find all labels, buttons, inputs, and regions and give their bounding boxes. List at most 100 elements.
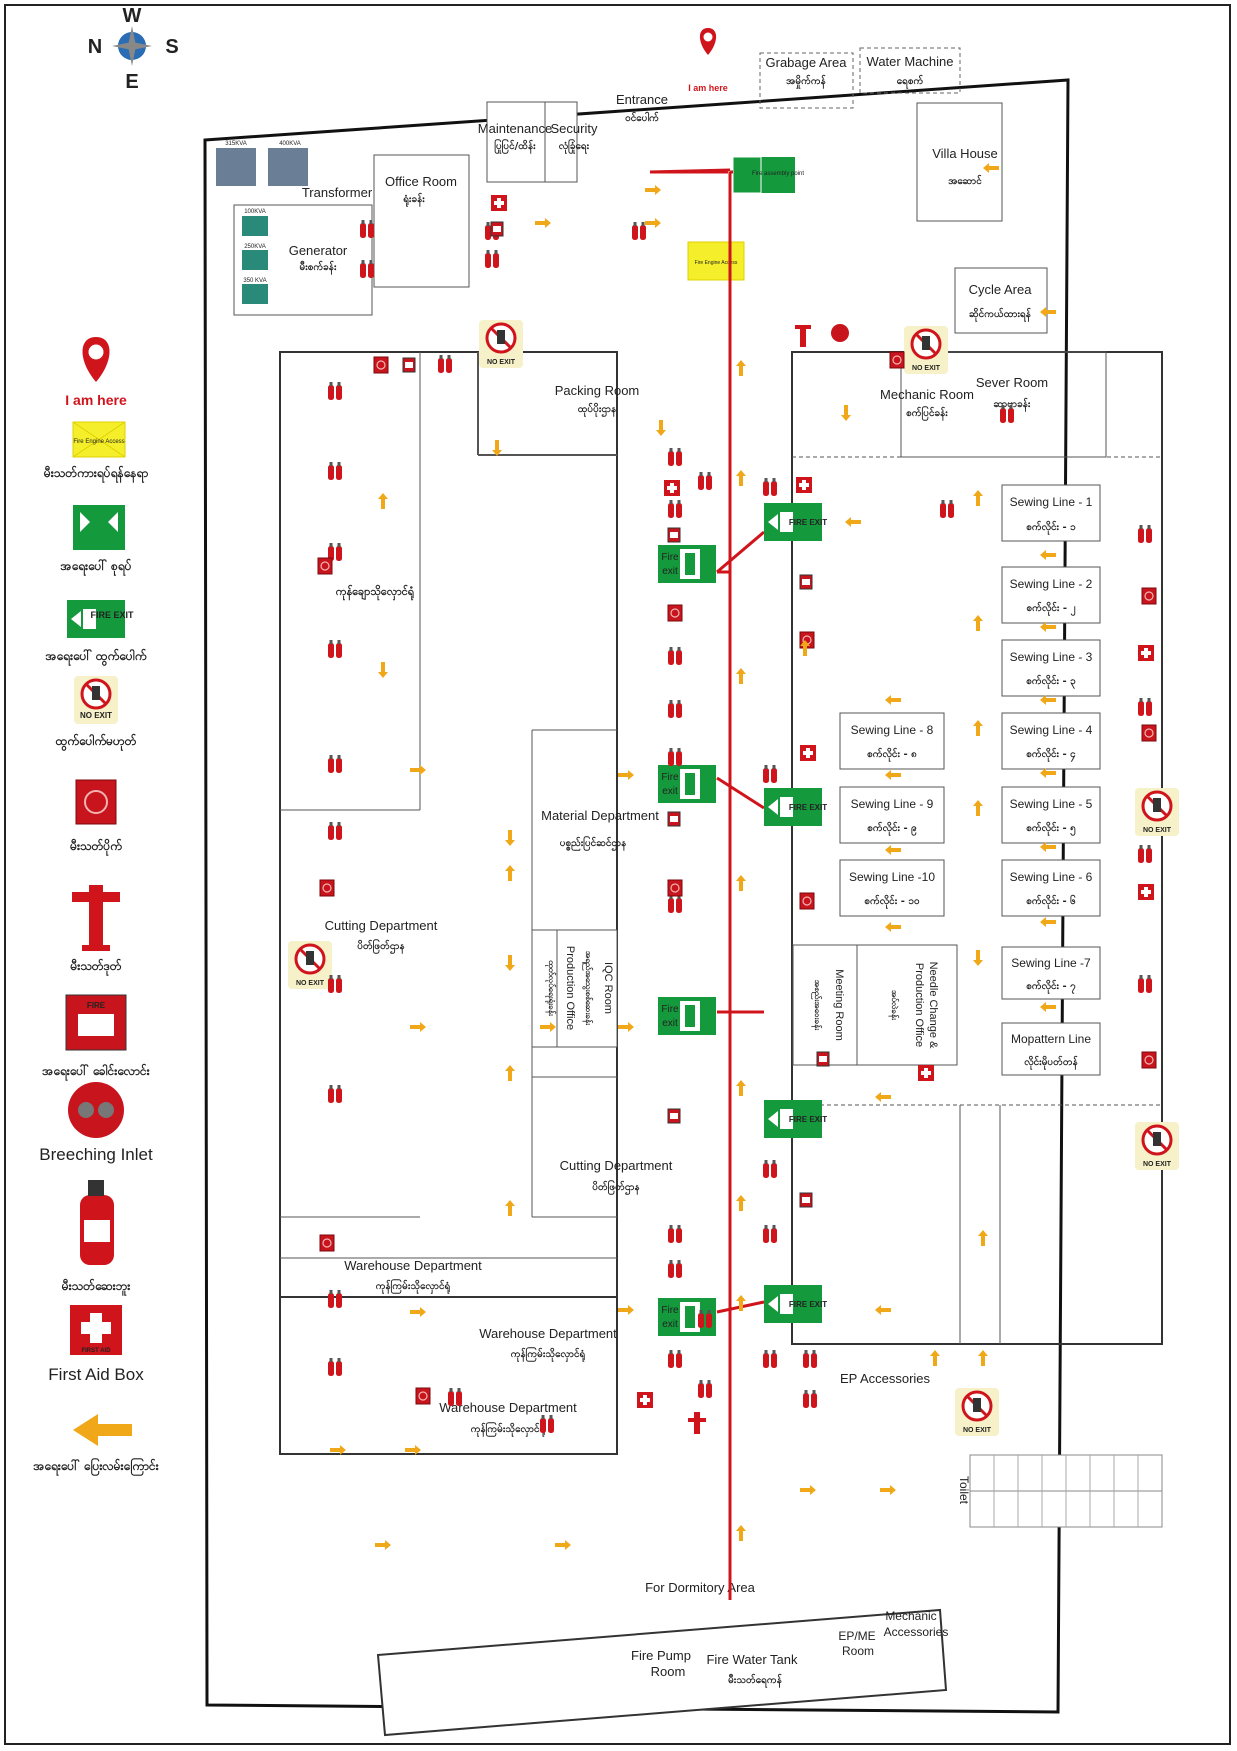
svg-text:EP/ME: EP/ME bbox=[838, 1629, 875, 1643]
garbage-area bbox=[759, 52, 854, 109]
svg-text:စက်လိုင်း - ၁: စက်လိုင်း - ၁ bbox=[1026, 520, 1076, 536]
svg-text:Sewing Line - 2: Sewing Line - 2 bbox=[1010, 577, 1093, 591]
svg-text:စက်လိုင်း - ၇: စက်လိုင်း - ၇ bbox=[1026, 979, 1076, 995]
you-are-here-pin-icon bbox=[699, 27, 717, 55]
sewing-line-9 bbox=[839, 786, 945, 844]
needle-change-room bbox=[856, 944, 958, 1066]
packing-room-label: Packing Room bbox=[555, 383, 640, 398]
svg-text:အဆောင်: အဆောင် bbox=[948, 174, 982, 187]
svg-text:Room: Room bbox=[651, 1664, 686, 1679]
legend-extinguisher: မီးသတ်ဆေးဘူး bbox=[61, 1277, 131, 1297]
svg-text:Office Room: Office Room bbox=[385, 174, 457, 189]
warehouse-department-2-label: Warehouse Department bbox=[479, 1326, 617, 1341]
svg-text:315KVA: 315KVA bbox=[225, 141, 247, 147]
material-department-label: Material Department bbox=[541, 808, 659, 823]
svg-text:ပိတ်ဖြတ်ဌာန: ပိတ်ဖြတ်ဌာန bbox=[357, 938, 404, 955]
fire-hydrant-icon bbox=[694, 1412, 700, 1434]
svg-text:Fire Engine Access: Fire Engine Access bbox=[73, 439, 124, 445]
cycle-area bbox=[954, 267, 1048, 334]
villa-house bbox=[916, 102, 1003, 222]
svg-text:ပြုပြင်/ထိန်း: ပြုပြင်/ထိန်း bbox=[494, 138, 536, 155]
svg-text:Mopattern Line: Mopattern Line bbox=[1011, 1032, 1091, 1046]
generator-icon bbox=[242, 250, 268, 270]
sewing-line-5 bbox=[1001, 786, 1101, 844]
svg-text:Cycle Area: Cycle Area bbox=[969, 282, 1033, 297]
breeching-inlet-icon bbox=[831, 324, 849, 342]
svg-text:စက်လိုင်း - ၈: စက်လိုင်း - ၈ bbox=[867, 747, 917, 763]
svg-text:IQC Room: IQC Room bbox=[602, 962, 614, 1014]
svg-text:Sewing Line - 3: Sewing Line - 3 bbox=[1010, 650, 1093, 664]
fire-exit-sign[interactable] bbox=[658, 765, 716, 803]
svg-text:စက်ပြင်ခန်း: စက်ပြင်ခန်း bbox=[906, 405, 948, 422]
assembly-route-line bbox=[649, 168, 731, 174]
fire-hose-box-icon bbox=[75, 779, 117, 825]
sewing-line-3 bbox=[1001, 639, 1101, 697]
svg-text:ကုန်ကြမ်းသိုလှောင်ရုံ: ကုန်ကြမ်းသိုလှောင်ရုံ bbox=[511, 1346, 586, 1363]
svg-text:Grabage Area: Grabage Area bbox=[766, 55, 848, 70]
svg-text:စက်လိုင်း - ၃: စက်လိုင်း - ၃ bbox=[1026, 674, 1076, 690]
svg-text:NO EXIT: NO EXIT bbox=[963, 1427, 992, 1434]
fire-engine-access-zone bbox=[687, 241, 745, 281]
svg-text:exit: exit bbox=[662, 1319, 678, 1330]
svg-text:မီးစက်ခန်း: မီးစက်ခန်း bbox=[299, 260, 336, 276]
compass-north: N bbox=[88, 36, 102, 58]
transformer-315kva-icon bbox=[216, 148, 256, 186]
svg-text:exit: exit bbox=[662, 1018, 678, 1029]
svg-text:ဆိုင်ကယ်ထားရန်: ဆိုင်ကယ်ထားရန် bbox=[969, 307, 1031, 323]
sewing-line-1 bbox=[1001, 484, 1101, 542]
svg-text:Sewing Line - 1: Sewing Line - 1 bbox=[1010, 495, 1093, 509]
svg-text:NO EXIT: NO EXIT bbox=[80, 711, 112, 720]
legend-evacuation-route: အရေးပေါ် ပြေးလမ်းကြောင်း bbox=[33, 1456, 159, 1477]
svg-text:FIRE EXIT: FIRE EXIT bbox=[789, 518, 827, 527]
svg-text:Fire Water Tank: Fire Water Tank bbox=[706, 1652, 798, 1667]
svg-text:Accessories: Accessories bbox=[884, 1625, 949, 1639]
compass-east: E bbox=[125, 71, 138, 93]
svg-text:Mechanic: Mechanic bbox=[885, 1609, 936, 1623]
svg-text:Fire: Fire bbox=[661, 1305, 679, 1316]
svg-text:exit: exit bbox=[662, 786, 678, 797]
warehouse-department-1-label: Warehouse Department bbox=[344, 1258, 482, 1273]
page-frame bbox=[4, 4, 1231, 1745]
svg-text:Room: Room bbox=[842, 1644, 874, 1658]
svg-text:ကုန်ကြမ်းသိုလှောင်ရုံ: ကုန်ကြမ်းသိုလှောင်ရုံ bbox=[471, 1421, 546, 1438]
cutting-department-2-label: Cutting Department bbox=[560, 1158, 673, 1173]
svg-text:NO EXIT: NO EXIT bbox=[1143, 827, 1172, 834]
svg-text:လိုင်းမိုပတ်တန်: လိုင်းမိုပတ်တန် bbox=[1024, 1055, 1078, 1071]
svg-text:Generator: Generator bbox=[289, 243, 348, 258]
svg-text:ရေစက်: ရေစက် bbox=[897, 74, 924, 90]
svg-text:NO EXIT: NO EXIT bbox=[912, 365, 941, 372]
location-pin-icon bbox=[82, 337, 110, 382]
legend-fire-engine-access: မီးသတ်ကားရပ်ရန်နေရာ bbox=[43, 464, 148, 484]
svg-text:လုံခြုံရေး: လုံခြုံရေး bbox=[559, 138, 590, 155]
svg-text:FIRE EXIT: FIRE EXIT bbox=[789, 1300, 827, 1309]
svg-text:စက်လိုင်း - ၆: စက်လိုင်း - ၆ bbox=[1026, 894, 1076, 910]
site-boundary bbox=[203, 78, 1070, 1714]
fire-exit-sign[interactable] bbox=[658, 997, 716, 1035]
legend-fire-exit: အရေးပေါ် ထွက်ပေါက် bbox=[46, 647, 147, 667]
svg-text:Production Office: Production Office bbox=[913, 963, 925, 1047]
svg-text:NO EXIT: NO EXIT bbox=[487, 359, 516, 366]
sewing-line-2 bbox=[1001, 566, 1101, 624]
entrance-label: Entrance bbox=[616, 92, 668, 107]
svg-text:စက်လိုင်း - ၉: စက်လိုင်း - ၉ bbox=[867, 821, 917, 837]
svg-text:ပိတ်ဖြတ်ဌာန: ပိတ်ဖြတ်ဌာန bbox=[592, 1179, 639, 1196]
svg-text:Villa House: Villa House bbox=[932, 146, 998, 161]
meeting-room bbox=[792, 944, 858, 1066]
svg-text:Fire: Fire bbox=[661, 552, 679, 563]
finishing-warehouse-label: ကုန်ချောသိုလှောင်ရုံ bbox=[336, 584, 414, 601]
compass: W N S E bbox=[88, 5, 179, 93]
generator-icon bbox=[242, 284, 268, 304]
evacuation-route-arrow-icon bbox=[73, 1414, 132, 1446]
svg-text:Sewing Line - 6: Sewing Line - 6 bbox=[1010, 870, 1093, 884]
svg-text:Sewing Line - 9: Sewing Line - 9 bbox=[851, 797, 934, 811]
fire-exit-sign[interactable] bbox=[658, 545, 716, 583]
legend-first-aid-box: First Aid Box bbox=[48, 1365, 144, 1384]
warehouse-3-area bbox=[279, 1296, 618, 1455]
svg-text:100KVA: 100KVA bbox=[244, 209, 266, 215]
mechanic-room-label: Mechanic Room bbox=[880, 387, 974, 402]
sewing-line-7 bbox=[1001, 946, 1101, 1000]
transformer-400kva-icon bbox=[268, 148, 308, 186]
sewing-line-8 bbox=[839, 712, 945, 770]
legend-i-am-here: I am here bbox=[65, 392, 127, 408]
